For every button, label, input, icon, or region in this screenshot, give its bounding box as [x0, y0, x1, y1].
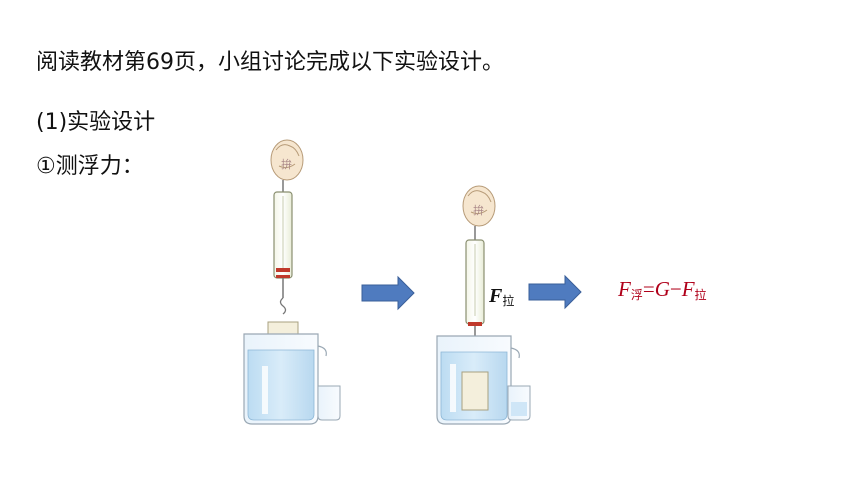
formula-lhs: F	[618, 277, 631, 301]
formula-equals: =	[642, 277, 655, 301]
formula-g: G	[654, 277, 670, 301]
hand-icon-2: 拚	[462, 185, 496, 227]
svg-text:拚: 拚	[281, 157, 292, 171]
pull-force-label: F拉	[489, 285, 514, 309]
formula-lhs-sub: 浮	[630, 288, 643, 302]
formula-minus: −	[669, 277, 682, 301]
svg-text:拚: 拚	[473, 203, 484, 217]
intro-text: 阅读教材第69页，小组讨论完成以下实验设计。	[36, 50, 504, 75]
setup-block-in-air: 拚	[243, 139, 341, 425]
force-symbol: F	[489, 285, 503, 307]
hand-icon-1: 拚	[270, 139, 304, 181]
arrow-right-icon-1	[361, 275, 415, 311]
setup-block-submerged: 拚	[436, 185, 531, 425]
formula-rhs-sub: 拉	[694, 288, 707, 302]
sub-heading: ①测浮力：	[36, 154, 144, 179]
section-heading: (1)实验设计	[36, 110, 156, 135]
buoyancy-formula: F浮=G−F拉	[618, 277, 707, 303]
force-subscript: 拉	[502, 294, 515, 308]
arrow-right-icon-2	[528, 274, 582, 310]
formula-rhs: F	[681, 277, 695, 301]
